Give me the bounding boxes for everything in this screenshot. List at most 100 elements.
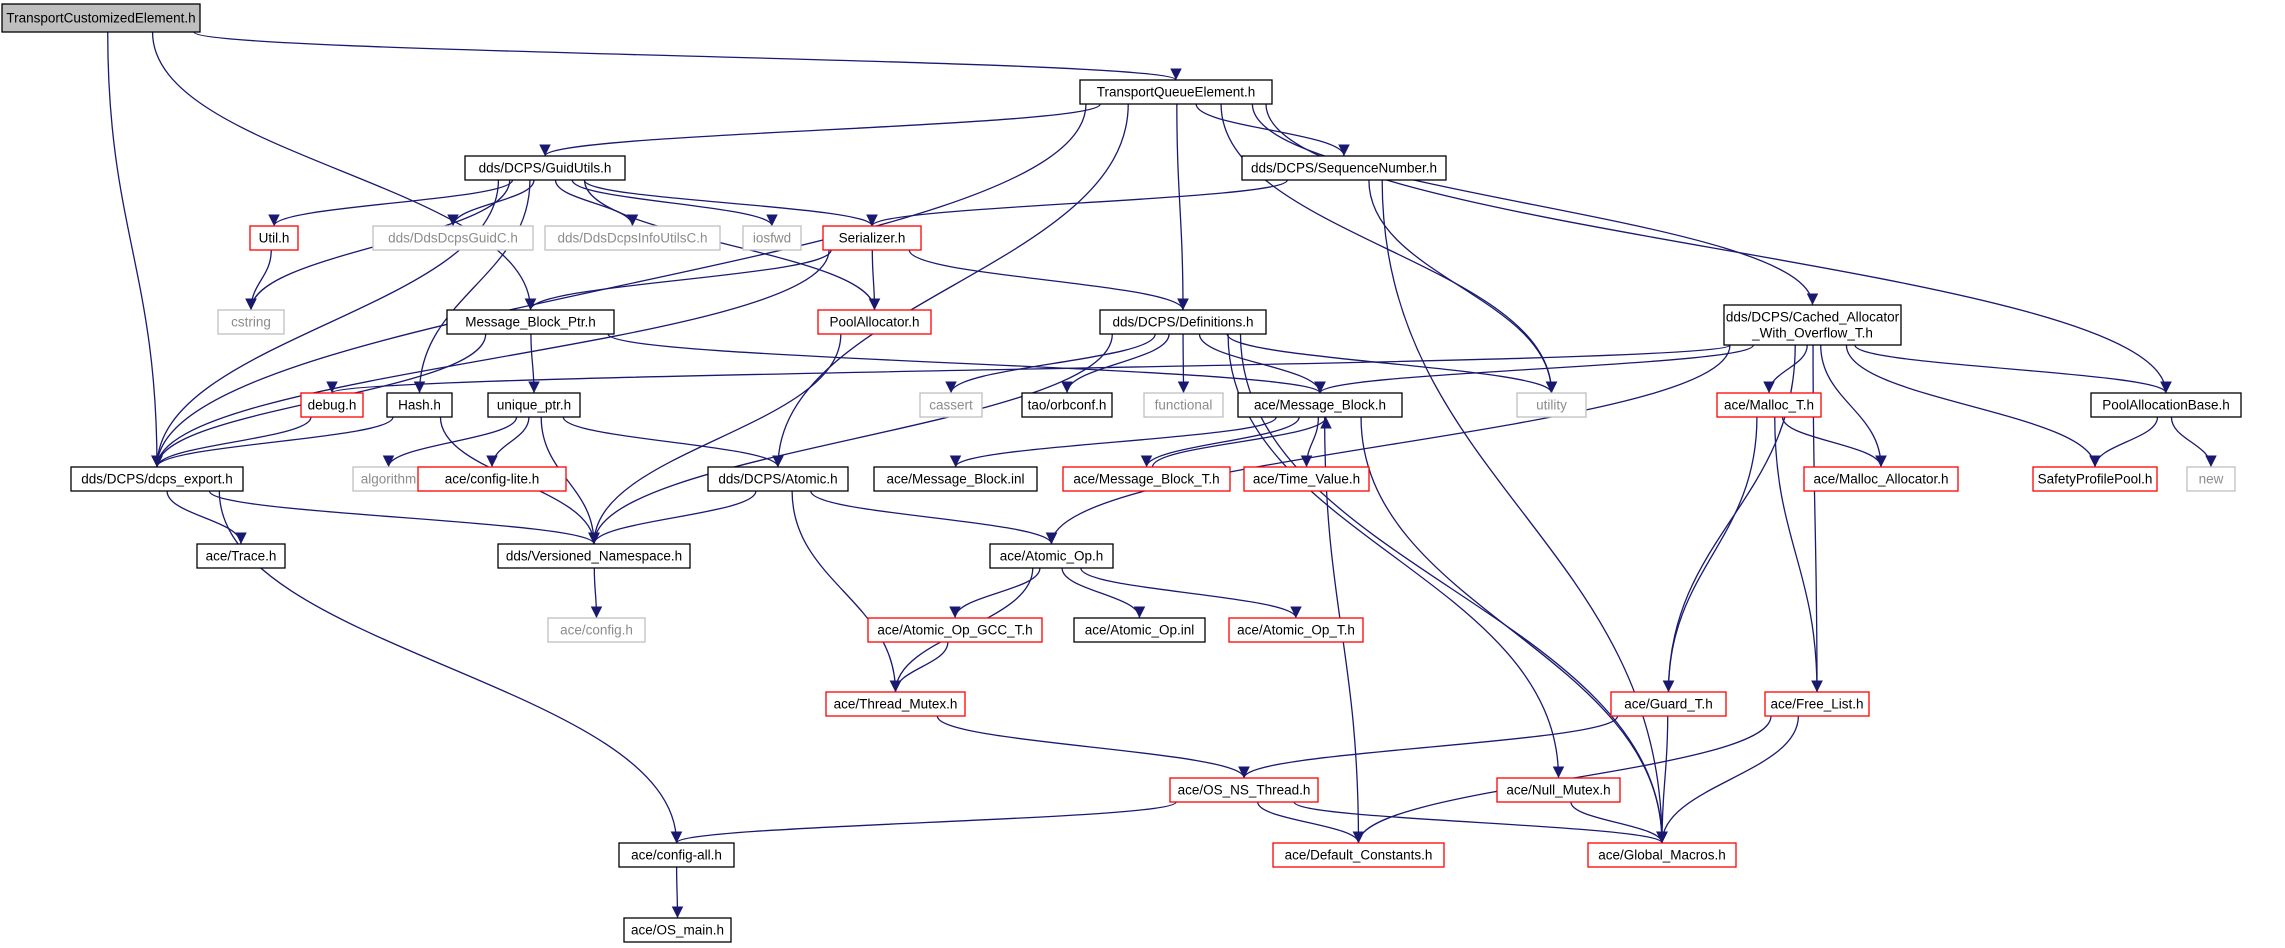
node-dds-ddsdcpsinfoutilsc-h[interactable]: dds/DdsDcpsInfoUtilsC.h bbox=[544, 225, 721, 251]
edge-cached-to-poolbase bbox=[1854, 344, 2172, 394]
node-label: ace/Default_Constants.h bbox=[1285, 848, 1433, 863]
node-ace-atomic-op-inl[interactable]: ace/Atomic_Op.inl bbox=[1073, 617, 1206, 643]
edge-atomic-to-threadmutex bbox=[791, 490, 902, 693]
node-box bbox=[2032, 466, 2158, 492]
node-unique-ptr-h[interactable]: unique_ptr.h bbox=[487, 392, 581, 418]
node-hash-h[interactable]: Hash.h bbox=[386, 392, 453, 418]
node-box bbox=[1803, 466, 1959, 492]
node-ace-malloc-t-h[interactable]: ace/Malloc_T.h bbox=[1716, 392, 1822, 418]
node-dds-dcps-atomic-h[interactable]: dds/DCPS/Atomic.h bbox=[707, 466, 849, 492]
node-label: dds/Versioned_Namespace.h bbox=[506, 549, 682, 564]
node-functional[interactable]: functional bbox=[1143, 392, 1224, 418]
node-ace-os-main-h[interactable]: ace/OS_main.h bbox=[623, 917, 732, 943]
node-box bbox=[817, 309, 932, 335]
node-ace-config-h[interactable]: ace/config.h bbox=[547, 617, 646, 643]
node-tao-orbconf-h[interactable]: tao/orbconf.h bbox=[1021, 392, 1113, 418]
node-box bbox=[873, 466, 1038, 492]
edge-line bbox=[1176, 103, 1189, 311]
edge-guid-to-util bbox=[268, 179, 514, 227]
node-ace-global-macros-h[interactable]: ace/Global_Macros.h bbox=[1587, 842, 1737, 868]
node-cassert[interactable]: cassert bbox=[919, 392, 983, 418]
node-ace-config-lite-h[interactable]: ace/config-lite.h bbox=[417, 466, 567, 492]
node-cstring[interactable]: cstring bbox=[217, 309, 285, 335]
edge-line bbox=[1151, 416, 1332, 468]
node-dds-dcps-sequencenumber-h[interactable]: dds/DCPS/SequenceNumber.h bbox=[1241, 155, 1447, 181]
edge-threadmutex-to-osthread bbox=[936, 715, 1250, 779]
node-util-h[interactable]: Util.h bbox=[249, 225, 299, 251]
node-new[interactable]: new bbox=[2186, 466, 2236, 492]
edge-line bbox=[1774, 416, 1823, 693]
edge-defs-to-globalmacros bbox=[1239, 333, 1668, 844]
node-dds-dcps-guidutils-h[interactable]: dds/DCPS/GuidUtils.h bbox=[464, 155, 626, 181]
node-ace-guard-t-h[interactable]: ace/Guard_T.h bbox=[1610, 691, 1727, 717]
edge-defs-to-orbconf bbox=[1061, 333, 1170, 394]
node-ace-message-block-inl[interactable]: ace/Message_Block.inl bbox=[873, 466, 1038, 492]
node-utility[interactable]: utility bbox=[1516, 392, 1587, 418]
node-debug-h[interactable]: debug.h bbox=[300, 392, 364, 418]
edge-line bbox=[949, 567, 1041, 619]
node-label: ace/config-all.h bbox=[631, 848, 722, 863]
node-ace-atomic-op-h[interactable]: ace/Atomic_Op.h bbox=[989, 543, 1114, 569]
node-ace-default-constants-h[interactable]: ace/Default_Constants.h bbox=[1272, 842, 1445, 868]
edge-cached-to-safepool bbox=[1845, 344, 2101, 468]
edge-line bbox=[671, 866, 684, 919]
edge-line bbox=[326, 344, 1731, 394]
edge-line bbox=[151, 103, 1087, 468]
node-label: dds/DdsDcpsInfoUtilsC.h bbox=[557, 231, 707, 246]
node-label: ace/OS_NS_Thread.h bbox=[1178, 783, 1311, 798]
edge-uniqueptr-to-versioned bbox=[540, 416, 600, 545]
node-transportcustomizedelement-h[interactable]: TransportCustomizedElement.h bbox=[1, 3, 201, 33]
node-ace-malloc-allocator-h[interactable]: ace/Malloc_Allocator.h bbox=[1803, 466, 1959, 492]
node-ace-free-list-h[interactable]: ace/Free_List.h bbox=[1764, 691, 1870, 717]
edge-line bbox=[670, 801, 1177, 844]
node-label: ace/Thread_Mutex.h bbox=[834, 697, 958, 712]
edge-line bbox=[1300, 416, 1320, 468]
node-safetyprofilepool-h[interactable]: SafetyProfilePool.h bbox=[2032, 466, 2158, 492]
edge-tqe-to-guid bbox=[539, 103, 1101, 157]
node-serializer-h[interactable]: Serializer.h bbox=[822, 225, 922, 251]
edge-line bbox=[607, 333, 1326, 394]
node-iosfwd[interactable]: iosfwd bbox=[742, 225, 802, 251]
node-box bbox=[618, 842, 735, 868]
nodes-layer: TransportCustomizedElement.hTransportQue… bbox=[1, 3, 2242, 943]
node-dds-ddsdcpsguidc-h[interactable]: dds/DdsDcpsGuidC.h bbox=[372, 225, 534, 251]
edge-line bbox=[1854, 344, 2172, 394]
edge-line bbox=[1656, 715, 1800, 844]
node-ace-thread-mutex-h[interactable]: ace/Thread_Mutex.h bbox=[825, 691, 966, 717]
node-ace-atomic-op-t-h[interactable]: ace/Atomic_Op_T.h bbox=[1228, 617, 1364, 643]
node-box bbox=[1079, 79, 1273, 105]
node-ace-trace-h[interactable]: ace/Trace.h bbox=[196, 543, 286, 569]
node-ace-message-block-t-h[interactable]: ace/Message_Block_T.h bbox=[1062, 466, 1231, 492]
node-box bbox=[446, 309, 615, 335]
node-dds-dcps-dcps-export-h[interactable]: dds/DCPS/dcps_export.h bbox=[70, 466, 244, 492]
node-poolallocationbase-h[interactable]: PoolAllocationBase.h bbox=[2090, 392, 2242, 418]
edge-atomicop-to-atomict bbox=[1080, 567, 1302, 619]
edge-line bbox=[936, 715, 1250, 779]
node-box bbox=[867, 617, 1043, 643]
node-message-block-ptr-h[interactable]: Message_Block_Ptr.h bbox=[446, 309, 615, 335]
node-ace-message-block-h[interactable]: ace/Message_Block.h bbox=[1237, 392, 1403, 418]
node-dds-versioned-namespace-h[interactable]: dds/Versioned_Namespace.h bbox=[497, 543, 691, 569]
node-poolallocator-h[interactable]: PoolAllocator.h bbox=[817, 309, 932, 335]
edge-seqnum-to-serializer bbox=[866, 179, 1289, 227]
node-ace-null-mutex-h[interactable]: ace/Null_Mutex.h bbox=[1496, 777, 1621, 803]
node-dds-dcps-cached-allocator-with-overflow-t-h[interactable]: dds/DCPS/Cached_Allocator_With_Overflow_… bbox=[1723, 304, 1902, 346]
node-label: ace/Time_Value.h bbox=[1253, 472, 1360, 487]
node-box bbox=[487, 392, 581, 418]
node-transportqueueelement-h[interactable]: TransportQueueElement.h bbox=[1079, 79, 1273, 105]
edge-tqe-to-poolbase bbox=[1265, 103, 2172, 394]
edge-guid-to-iosfwd bbox=[571, 179, 778, 227]
node-algorithm[interactable]: algorithm bbox=[352, 466, 425, 492]
edge-line bbox=[554, 179, 639, 227]
edge-line bbox=[1265, 103, 2172, 394]
node-ace-os-ns-thread-h[interactable]: ace/OS_NS_Thread.h bbox=[1169, 777, 1319, 803]
node-ace-atomic-op-gcc-t-h[interactable]: ace/Atomic_Op_GCC_T.h bbox=[867, 617, 1043, 643]
edge-line bbox=[528, 333, 540, 394]
node-ace-time-value-h[interactable]: ace/Time_Value.h bbox=[1243, 466, 1370, 492]
node-dds-dcps-definitions-h[interactable]: dds/DCPS/Definitions.h bbox=[1099, 309, 1267, 335]
node-label: new bbox=[2199, 472, 2224, 487]
node-ace-config-all-h[interactable]: ace/config-all.h bbox=[618, 842, 735, 868]
edge-line bbox=[949, 416, 1277, 468]
edge-line bbox=[1061, 333, 1170, 394]
edges-layer bbox=[107, 31, 2217, 919]
